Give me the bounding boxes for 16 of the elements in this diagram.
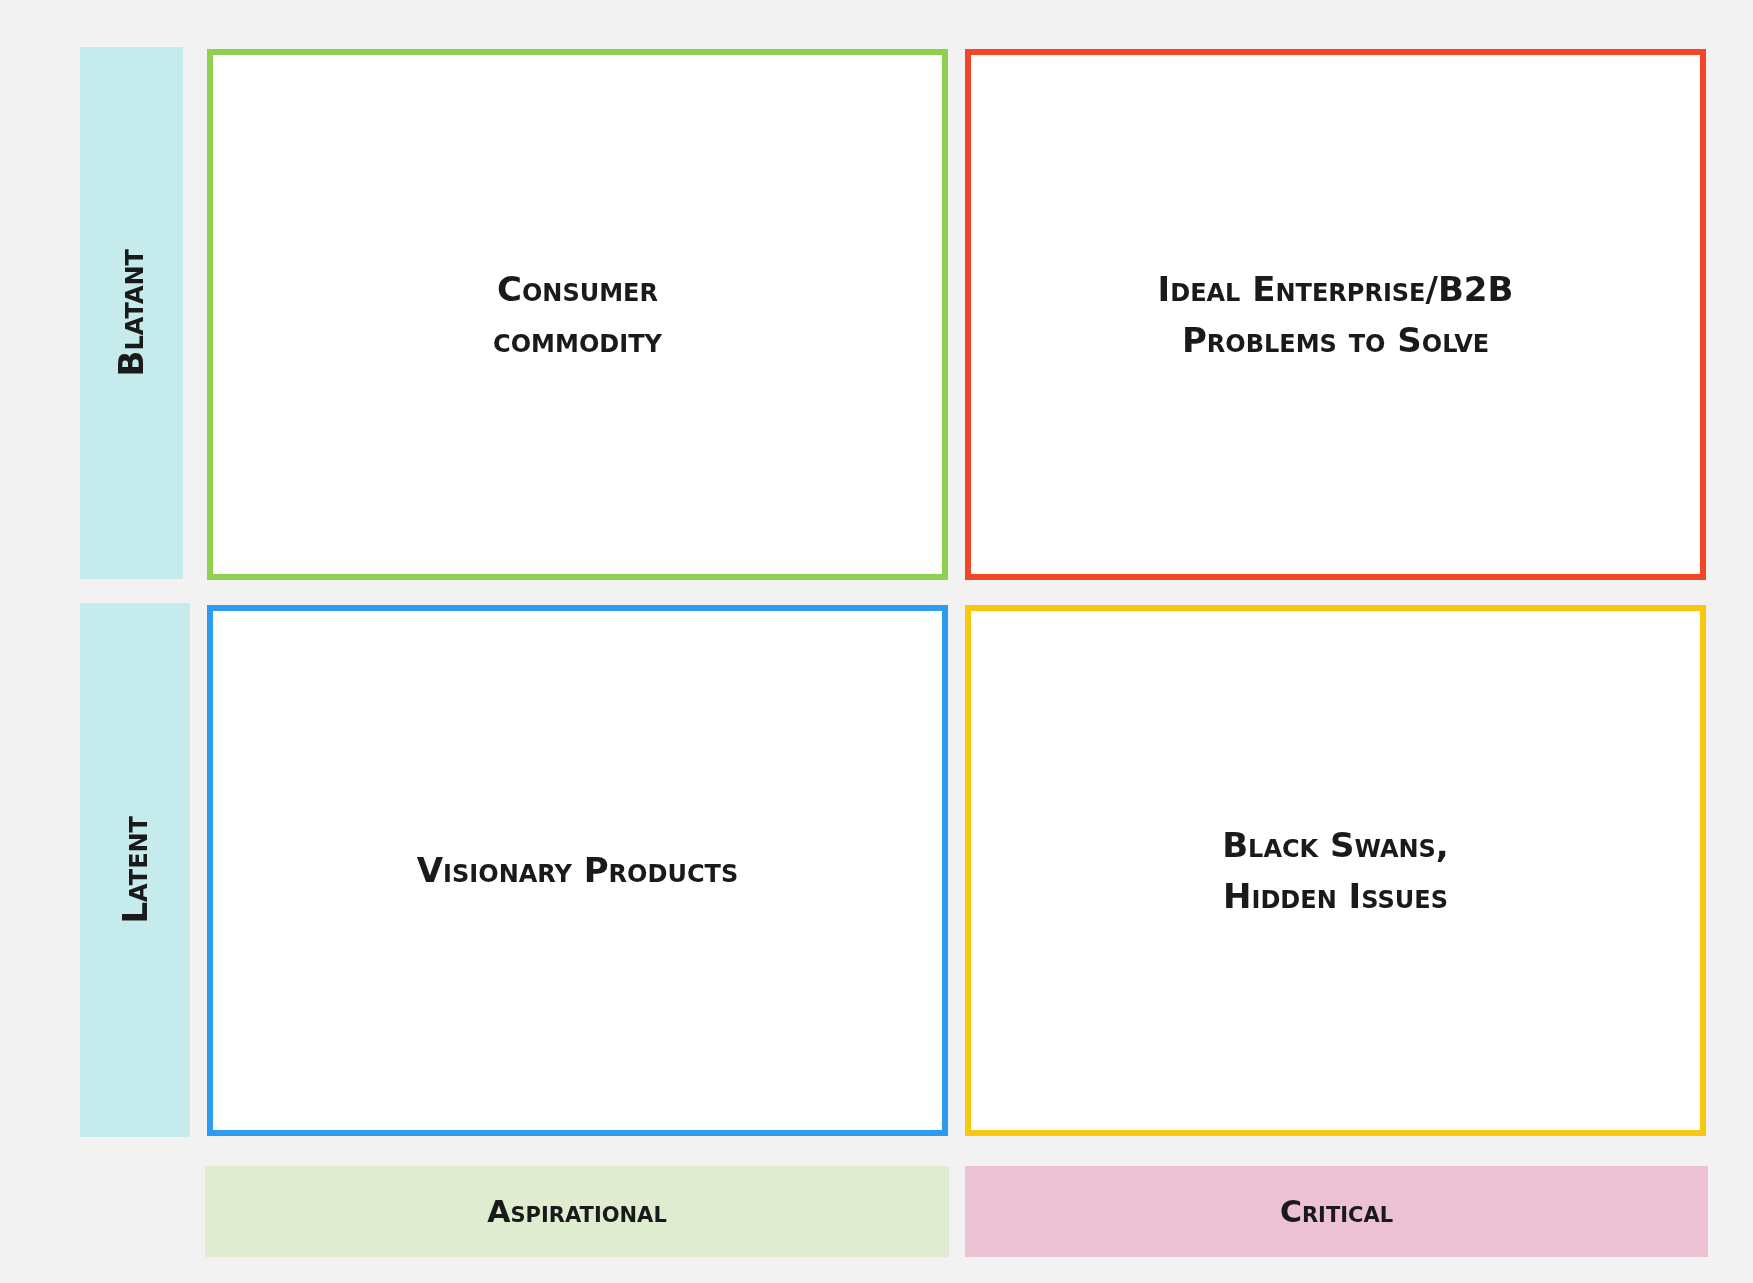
quadrant-box bbox=[965, 49, 1706, 580]
quadrant-label: Consumer commodity bbox=[492, 267, 663, 362]
quadrant-label: Black Swans, Hidden Issues bbox=[1221, 823, 1450, 918]
quadrant-label: Ideal Enterprise/B2B Problems to Solve bbox=[1156, 267, 1515, 362]
axis-label: Aspirational bbox=[487, 1193, 667, 1231]
axis-label: Blatant bbox=[110, 249, 152, 377]
axis-band bbox=[965, 1166, 1708, 1257]
axis-band bbox=[80, 603, 190, 1137]
quadrant-label: Visionary Products bbox=[416, 849, 739, 892]
axis-band bbox=[80, 47, 183, 579]
axis-label: Critical bbox=[1279, 1193, 1394, 1231]
quadrant-box bbox=[207, 605, 948, 1136]
quadrant-box bbox=[207, 49, 948, 580]
axis-band bbox=[205, 1166, 949, 1257]
axis-label: Latent bbox=[113, 816, 156, 924]
quadrant-box bbox=[965, 605, 1706, 1136]
